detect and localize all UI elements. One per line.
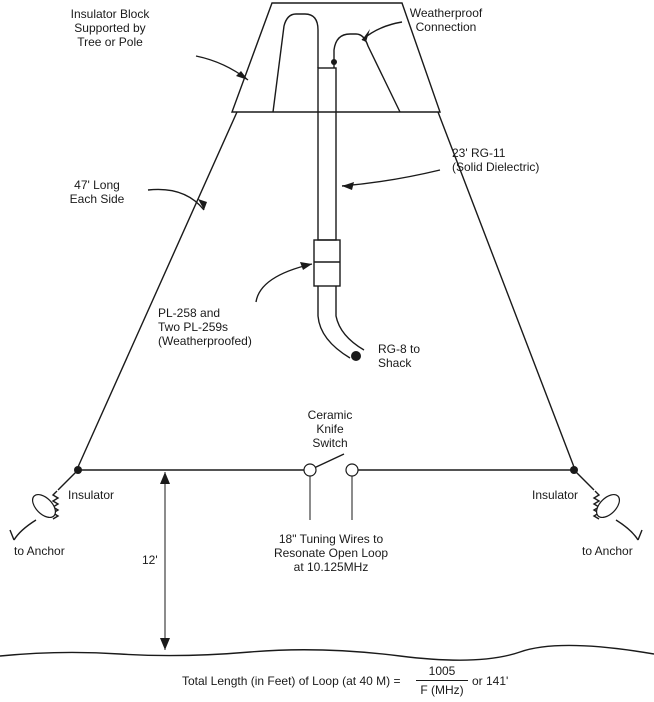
switch-contact-left xyxy=(303,463,317,477)
arrow-long-side xyxy=(147,188,205,211)
formula-denominator: F (MHz) xyxy=(420,683,464,697)
label-insulator-block: Insulator Block Supported by Tree or Pol… xyxy=(70,7,150,49)
label-long-side: 47' Long Each Side xyxy=(69,178,125,206)
loop-length-formula: Total Length (in Feet) of Loop (at 40 M)… xyxy=(182,664,602,698)
feed-wire-right xyxy=(333,33,401,113)
label-anchor-left: to Anchor xyxy=(14,544,65,558)
label-connectors: PL-258 and Two PL-259s (Weatherproofed) xyxy=(158,306,252,348)
insulator-left-body xyxy=(31,493,57,519)
feed-wire-left xyxy=(272,13,319,113)
formula-prefix: Total Length (in Feet) of Loop (at 40 M)… xyxy=(182,674,401,688)
insulator-right-body xyxy=(595,493,621,519)
anchor-left xyxy=(9,519,37,541)
anchor-right xyxy=(615,519,643,541)
coax-rg11 xyxy=(317,67,337,241)
arrow-connectors xyxy=(255,263,313,303)
formula-suffix: or 141' xyxy=(472,674,509,688)
label-height: 12' xyxy=(142,553,158,567)
insulator-block xyxy=(230,2,441,113)
label-switch: Ceramic Knife Switch xyxy=(307,408,353,450)
knife-blade xyxy=(313,453,345,469)
formula-fraction: 1005 F (MHz) xyxy=(416,664,468,697)
formula-numerator: 1005 xyxy=(416,664,468,681)
label-anchor-right: to Anchor xyxy=(582,544,633,558)
label-insulator-left: Insulator xyxy=(68,488,115,502)
pl-258-connector xyxy=(313,239,341,287)
label-weatherproof: Weatherproof Connection xyxy=(409,6,483,34)
switch-contact-right xyxy=(345,463,359,477)
loop-right-side xyxy=(437,111,575,468)
label-rg11: 23' RG-11 (Solid Dielectric) xyxy=(452,146,540,174)
ground-line xyxy=(0,644,654,661)
label-tuning: 18" Tuning Wires to Resonate Open Loop a… xyxy=(273,532,389,574)
arrow-rg11 xyxy=(341,169,441,187)
label-rg8: RG-8 to Shack xyxy=(378,342,421,370)
loop-left-side xyxy=(77,111,238,468)
coax-rg8 xyxy=(317,286,365,359)
label-insulator-right: Insulator xyxy=(532,488,579,502)
